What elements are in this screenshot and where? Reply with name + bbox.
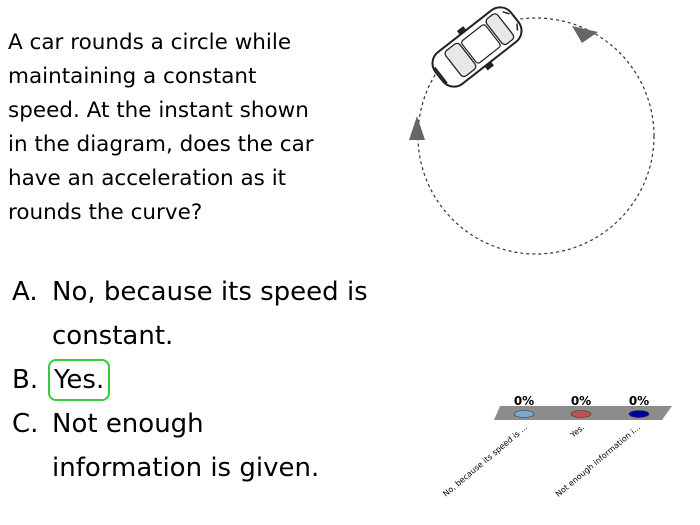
direction-arrow-icon xyxy=(572,26,598,43)
question-text: A car rounds a circle while maintaining … xyxy=(8,26,378,230)
answer-options: A. No, because its speed is constant. B.… xyxy=(12,270,368,490)
option-letter: A. xyxy=(12,277,38,307)
option-b[interactable]: B. Yes. xyxy=(12,358,368,402)
poll-label: Yes. xyxy=(568,423,586,440)
poll-label: No, because its speed is ... xyxy=(441,423,529,499)
correct-answer-highlight: Yes. xyxy=(48,359,111,401)
poll-percent: 0% xyxy=(571,394,591,408)
poll-percent: 0% xyxy=(514,394,534,408)
poll-label: Not enough information i... xyxy=(554,423,642,499)
circular-path-diagram xyxy=(409,6,655,255)
option-a[interactable]: A. No, because its speed is constant. xyxy=(12,270,368,358)
poll-bar xyxy=(570,410,592,418)
option-text: information is given. xyxy=(52,453,320,483)
option-letter: B. xyxy=(12,365,39,395)
option-text: constant. xyxy=(52,321,174,351)
option-c[interactable]: C. Not enough information is given. xyxy=(12,402,368,490)
question-line: maintaining a constant xyxy=(8,64,257,89)
poll-results-chart: 0% 0% 0% No, because its speed is ... Ye… xyxy=(441,394,672,499)
option-letter: C. xyxy=(12,409,39,439)
question-line: have an acceleration as it xyxy=(8,166,287,191)
circular-path xyxy=(417,17,655,255)
question-line: A car rounds a circle while xyxy=(8,30,292,55)
question-line: in the diagram, does the car xyxy=(8,132,314,157)
option-text: Not enough xyxy=(52,409,204,439)
poll-percent: 0% xyxy=(629,394,649,408)
poll-bar xyxy=(628,410,650,418)
option-text: No, because its speed is xyxy=(52,277,368,307)
car-icon xyxy=(431,6,523,88)
poll-bar xyxy=(513,410,535,418)
question-line: speed. At the instant shown xyxy=(8,98,309,123)
question-line: rounds the curve? xyxy=(8,200,203,225)
direction-arrow-icon xyxy=(409,116,425,140)
